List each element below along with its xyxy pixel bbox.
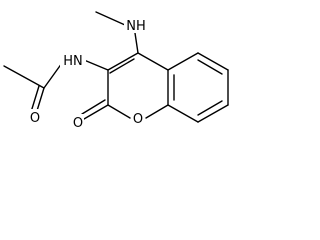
atom-label-hn: HN — [63, 54, 83, 69]
bond-c4-c3-double — [109, 58, 135, 74]
bond-c7-c8-double — [197, 100, 223, 116]
bond-carbonyl-methyl — [3, 65, 45, 89]
atom-label-lactone-o: O — [73, 116, 83, 131]
bond-c5-c6-double — [197, 59, 223, 75]
atom-label-amide-o: O — [30, 111, 40, 126]
bond-c8-c8a — [167, 104, 199, 123]
bond-c4a-c5 — [167, 52, 199, 71]
bond-c2-oring — [107, 104, 131, 119]
bond-nh-c4 — [134, 32, 139, 54]
bond-c5-c6 — [197, 52, 229, 71]
bond-c3-hn — [83, 59, 109, 71]
bond-methyl-nh — [95, 11, 126, 26]
bond-c7-c8 — [197, 104, 229, 123]
atom-label-nh: NH — [126, 19, 146, 34]
atom-label-ring-o: O — [133, 112, 143, 127]
bond-hn-carbonyl — [43, 62, 63, 89]
bond-oring-c8a — [145, 104, 169, 119]
bond-c4-c4a — [137, 52, 169, 71]
bond-c4-c3 — [107, 52, 139, 71]
bond-c2-o-exo-double — [81, 99, 106, 115]
coumarin-structure-diagram: NH HN O O O — [3, 11, 229, 131]
bond-c2-o-exo — [83, 104, 109, 120]
bond-carbonyl-o-double — [30, 85, 40, 113]
